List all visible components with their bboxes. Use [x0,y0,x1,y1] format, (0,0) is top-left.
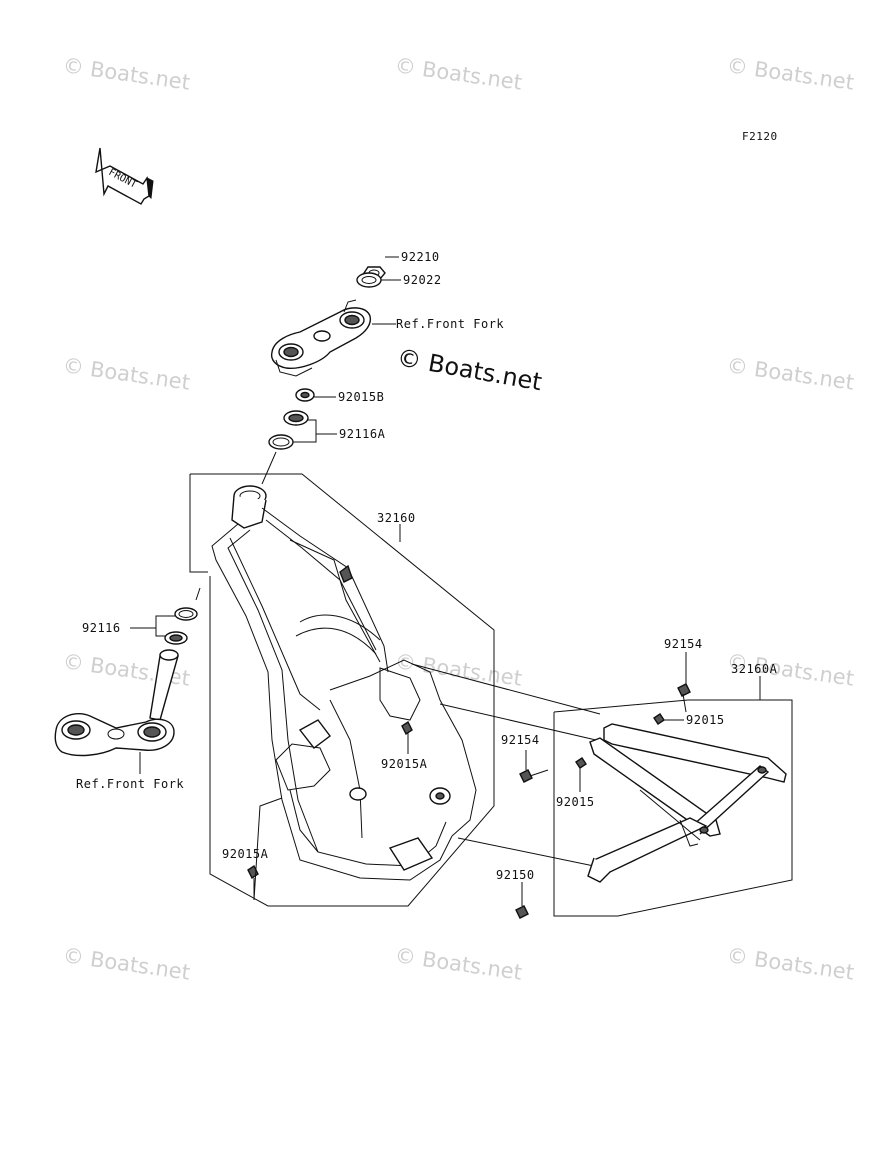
label-92015A-center: 92015A [381,757,428,771]
figure-code: F2120 [742,130,778,143]
lower-triple-clamp-stem [54,649,179,757]
upper-triple-clamp [270,299,372,377]
label-92116: 92116 [82,621,121,635]
label-92154-top: 92154 [664,637,703,651]
label-ref-front-fork-bottom: Ref.Front Fork [76,777,184,791]
watermark: © Boats.net [725,353,855,395]
seal-92116A [268,434,294,450]
bearing-lower-92116 [164,631,188,645]
label-92015A-left: 92015A [222,847,269,861]
nut-92015-top [653,713,665,725]
watermark: © Boats.net [725,943,855,985]
frame-group-outline [189,474,208,573]
label-ref-front-fork-top: Ref.Front Fork [396,317,504,331]
watermark: © Boats.net [725,53,855,95]
label-92210: 92210 [401,250,440,264]
main-frame-32160 [211,485,477,881]
label-32160: 32160 [377,511,416,525]
bearing-upper-92116 [174,607,198,621]
watermark: © Boats.net [61,353,191,395]
watermark: © Boats.net [393,943,523,985]
label-92015-top: 92015 [686,713,725,727]
label-92015-bottom: 92015 [556,795,595,809]
bolt-92150 [515,905,529,919]
center-watermark: © Boats.net [395,343,544,396]
label-92116A: 92116A [339,427,386,441]
front-arrow-icon: FRONT [95,147,154,205]
label-92154-left: 92154 [501,733,540,747]
label-92015B: 92015B [338,390,384,404]
washer-92022 [356,272,382,288]
subframe-group-outline [553,699,793,917]
bolt-92154-left [519,769,549,783]
label-92022: 92022 [403,273,442,287]
watermark: © Boats.net [393,53,523,95]
label-92150: 92150 [496,868,535,882]
watermark: © Boats.net [61,943,191,985]
nut-92015-bottom [575,757,587,769]
sub-frame-32160A [587,723,787,883]
label-32160A: 32160A [731,662,778,676]
bolt-92154-top [677,683,691,713]
bolt-92015A-center [401,720,413,736]
stem-nut-92015B [295,388,315,402]
watermark-grid: © Boats.net © Boats.net © Boats.net © Bo… [61,53,855,985]
bearing-upper-92116A [283,410,309,426]
watermark: © Boats.net [61,53,191,95]
